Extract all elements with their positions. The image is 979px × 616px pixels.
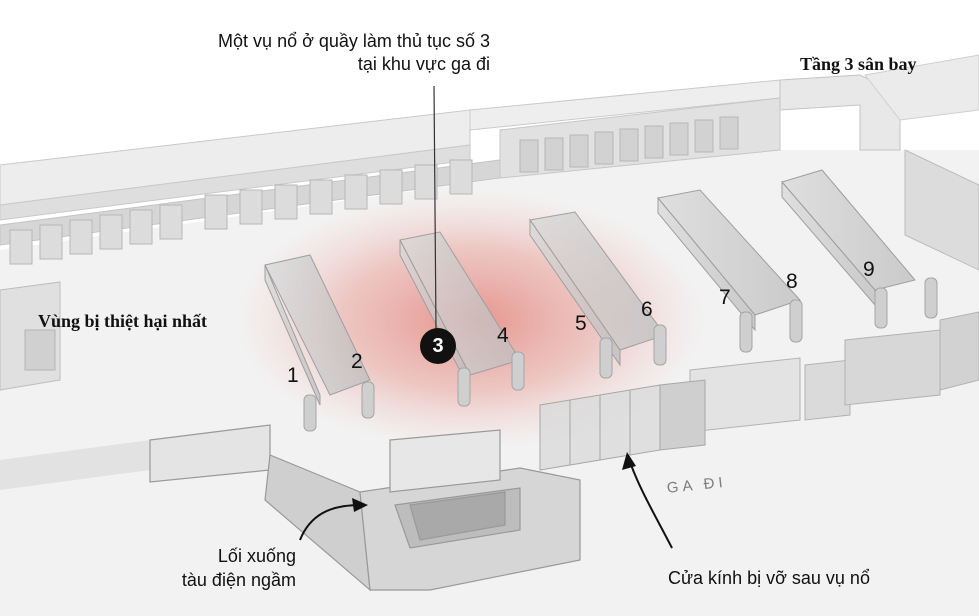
callout-line-2: tại khu vực ga đi [357,54,490,74]
counter-number-9: 9 [863,258,875,281]
damage-zone-label: Vùng bị thiệt hại nhất [38,311,208,331]
callout-leader-line [433,85,437,331]
counter-3-badge: 3 [420,328,456,364]
glass-doors [539,379,706,471]
pillars [303,277,938,432]
counter-number-7: 7 [719,286,731,309]
counter-number-6: 6 [641,298,653,321]
metro-entrance [149,424,581,592]
left-block [0,281,61,391]
counter-number-4: 4 [497,324,509,347]
counter-number-1: 1 [287,364,299,387]
checkin-counter-5-6 [529,211,666,367]
explosion-callout: Một vụ nổ ở quầy làm thủ tục số 3 tại kh… [150,30,490,76]
diagram-title: Tầng 3 sân bay [800,54,917,74]
metro-label-line-1: Lối xuống [217,546,296,566]
glass-arrow [622,452,673,549]
checkin-counter-7-8 [657,189,801,332]
counter-number-5: 5 [575,312,587,335]
glass-label: Cửa kính bị vỡ sau vụ nổ [668,568,870,588]
callout-line-1: Một vụ nổ ở quầy làm thủ tục số 3 [218,31,490,51]
counter-number-8: 8 [786,270,798,293]
metro-label: Lối xuống tàu điện ngầm [150,544,296,592]
metro-label-line-2: tàu điện ngầm [181,570,296,590]
right-kiosks [689,311,979,433]
checkin-counter-1-2 [264,254,371,406]
metro-arrow [299,498,368,541]
counter-number-2: 2 [351,350,363,373]
back-shops [9,116,739,265]
